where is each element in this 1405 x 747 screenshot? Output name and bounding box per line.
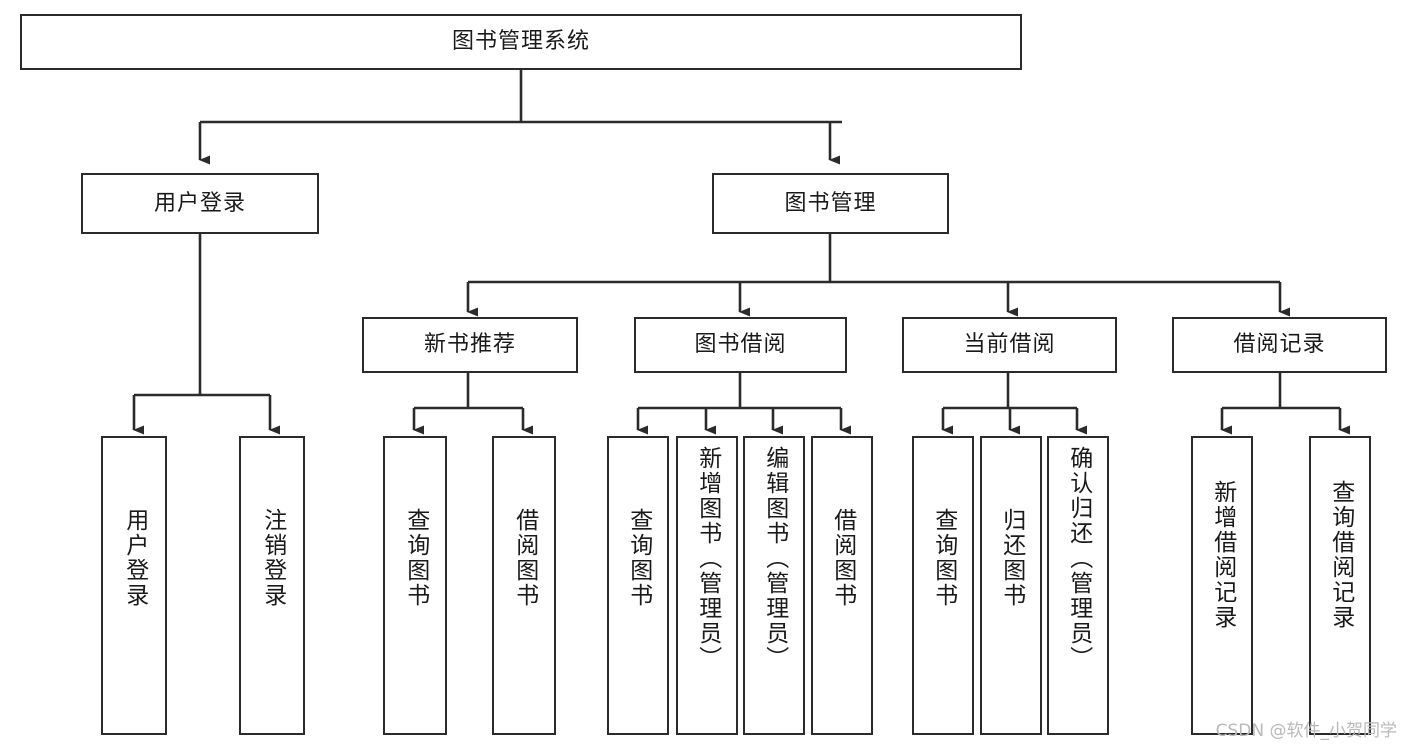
leaf-query-record[interactable]: 查询借阅记录 (1309, 436, 1371, 735)
node-book-borrow[interactable]: 图书借阅 (634, 317, 847, 373)
node-book-borrow-label: 图书借阅 (694, 332, 787, 357)
leaf-return-book[interactable]: 归还图书 (980, 436, 1042, 735)
leaf-return-book-label: 归还图书 (998, 508, 1025, 608)
node-root-label: 图书管理系统 (451, 29, 590, 54)
leaf-add-record[interactable]: 新增借阅记录 (1191, 436, 1253, 735)
leaf-borrow-book-2[interactable]: 借阅图书 (811, 436, 873, 735)
node-current-borrow-label: 当前借阅 (963, 332, 1056, 357)
leaf-edit-book[interactable]: 编辑图书（管理员） (743, 436, 805, 735)
leaf-user-logout[interactable]: 注销登录 (239, 436, 305, 735)
leaf-confirm-return-label: 确认归还（管理员） (1065, 446, 1092, 671)
leaf-add-book[interactable]: 新增图书（管理员） (676, 436, 738, 735)
node-user-login-label: 用户登录 (153, 190, 246, 216)
leaf-query-book-2[interactable]: 查询图书 (607, 436, 669, 735)
leaf-user-login[interactable]: 用户登录 (101, 436, 167, 735)
leaf-confirm-return[interactable]: 确认归还（管理员） (1047, 436, 1109, 735)
node-book-manage[interactable]: 图书管理 (712, 173, 949, 234)
node-borrow-record[interactable]: 借阅记录 (1172, 317, 1387, 373)
leaf-edit-book-label: 编辑图书（管理员） (761, 446, 788, 671)
leaf-add-record-label: 新增借阅记录 (1209, 480, 1236, 630)
leaf-borrow-book-1-label: 借阅图书 (511, 508, 538, 608)
leaf-query-book-3[interactable]: 查询图书 (912, 436, 974, 735)
leaf-user-login-label: 用户登录 (121, 508, 148, 608)
leaf-user-logout-label: 注销登录 (259, 508, 286, 608)
leaf-add-book-label: 新增图书（管理员） (694, 446, 721, 671)
node-new-book-recommend[interactable]: 新书推荐 (362, 317, 578, 373)
leaf-borrow-book-1[interactable]: 借阅图书 (492, 436, 556, 735)
leaf-query-record-label: 查询借阅记录 (1327, 480, 1354, 630)
leaf-query-book-1[interactable]: 查询图书 (383, 436, 447, 735)
leaf-query-book-2-label: 查询图书 (625, 508, 652, 608)
node-current-borrow[interactable]: 当前借阅 (902, 317, 1117, 373)
node-user-login[interactable]: 用户登录 (81, 173, 319, 234)
node-borrow-record-label: 借阅记录 (1233, 332, 1326, 357)
leaf-query-book-1-label: 查询图书 (402, 508, 429, 608)
node-root[interactable]: 图书管理系统 (20, 14, 1022, 70)
node-new-book-recommend-label: 新书推荐 (423, 332, 516, 357)
leaf-borrow-book-2-label: 借阅图书 (829, 508, 856, 608)
node-book-manage-label: 图书管理 (784, 190, 877, 216)
leaf-query-book-3-label: 查询图书 (930, 508, 957, 608)
watermark: CSDN @软件_小贺同学 (1215, 721, 1397, 741)
